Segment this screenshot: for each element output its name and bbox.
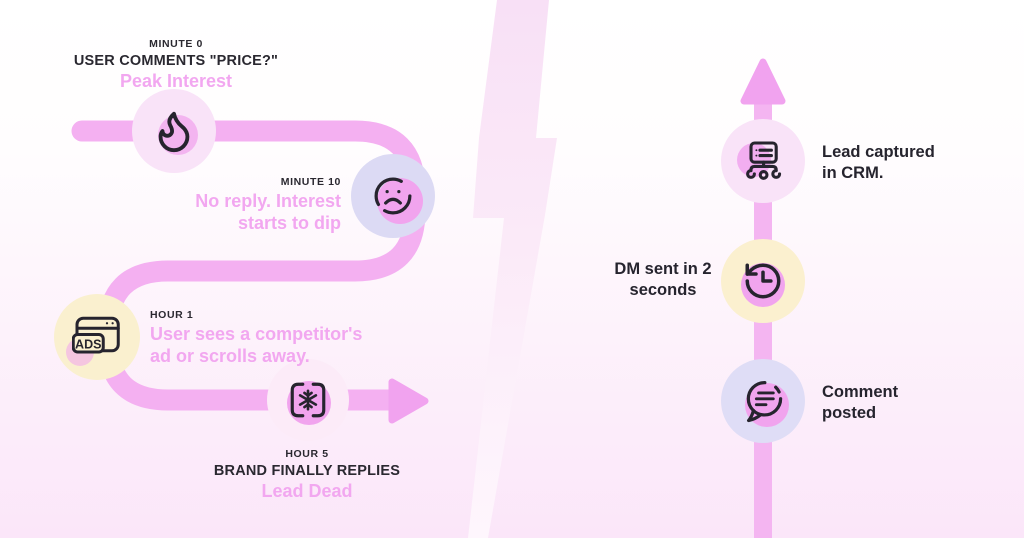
label-lead-captured: Lead captured in CRM. xyxy=(822,143,935,183)
node-dm-sent xyxy=(721,239,805,323)
node-competitor-ad: ADS xyxy=(54,294,140,380)
snowflake-icon xyxy=(290,382,326,418)
step-highlight: User sees a competitor's ad or scrolls a… xyxy=(150,324,363,366)
history-clock-icon xyxy=(745,263,781,299)
time-label: MINUTE 0 xyxy=(149,38,203,50)
step-text-hour-1: HOUR 1 User sees a competitor's ad or sc… xyxy=(150,309,385,368)
step-highlight: Lead Dead xyxy=(261,481,353,501)
up-arrowhead-icon xyxy=(740,58,786,105)
step-title: USER COMMENTS "PRICE?" xyxy=(73,53,279,69)
step-text-minute-0: MINUTE 0 USER COMMENTS "PRICE?" Peak Int… xyxy=(46,38,306,93)
crm-sitemap-icon xyxy=(746,141,782,180)
node-interest-dip xyxy=(351,154,435,238)
node-lead-dead xyxy=(267,359,349,441)
sad-face-icon xyxy=(374,177,412,215)
bolt-shape xyxy=(468,0,557,538)
node-peak-interest xyxy=(132,89,216,173)
step-title: BRAND FINALLY REPLIES xyxy=(213,463,401,479)
label-dm-sent: DM sent in 2 seconds xyxy=(614,260,712,300)
ads-label: ADS xyxy=(75,337,101,351)
time-label: HOUR 1 xyxy=(150,309,194,321)
step-highlight: No reply. Interest starts to dip xyxy=(195,191,341,233)
speech-bubble-icon xyxy=(746,381,783,423)
ads-browser-icon: ADS xyxy=(72,316,120,354)
flame-icon xyxy=(158,111,190,153)
step-highlight: Peak Interest xyxy=(119,71,233,91)
label-comment-posted: Comment posted xyxy=(822,383,899,423)
step-text-hour-5: HOUR 5 BRAND FINALLY REPLIES Lead Dead xyxy=(187,448,427,503)
node-comment-posted xyxy=(721,359,805,443)
time-label: HOUR 5 xyxy=(285,448,329,460)
time-label: MINUTE 10 xyxy=(280,176,341,188)
node-lead-captured xyxy=(721,119,805,203)
step-text-minute-10: MINUTE 10 No reply. Interest starts to d… xyxy=(151,176,341,235)
right-arrowhead-icon xyxy=(388,378,429,424)
